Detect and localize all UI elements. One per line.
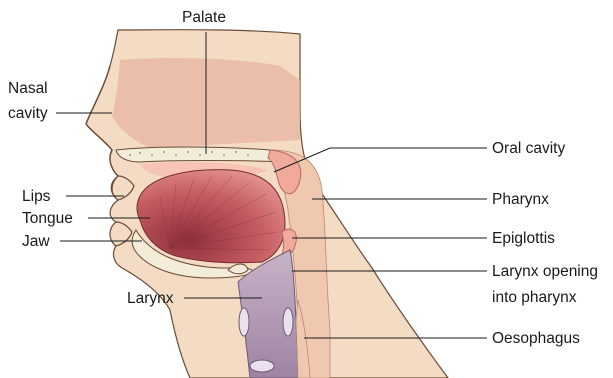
vocal-fold-left [239, 308, 249, 336]
label-nasal-cavity-line2: cavity [8, 105, 48, 122]
label-larynx-opening-line1: Larynx opening [492, 263, 598, 280]
label-lips: Lips [22, 188, 51, 205]
label-epiglottis: Epiglottis [492, 230, 555, 247]
label-pharynx: Pharynx [492, 191, 549, 208]
label-nasal-cavity-line1: Nasal [8, 80, 48, 97]
label-palate: Palate [182, 9, 226, 26]
label-tongue: Tongue [22, 210, 73, 227]
label-larynx: Larynx [127, 290, 174, 307]
label-oesophagus: Oesophagus [492, 330, 580, 347]
label-oral-cavity: Oral cavity [492, 140, 565, 157]
tracheal-ring [250, 360, 274, 372]
label-larynx-opening-line2: into pharynx [492, 289, 577, 306]
vocal-fold-right [283, 308, 293, 336]
label-jaw: Jaw [22, 233, 50, 250]
hard-palate [116, 147, 290, 162]
